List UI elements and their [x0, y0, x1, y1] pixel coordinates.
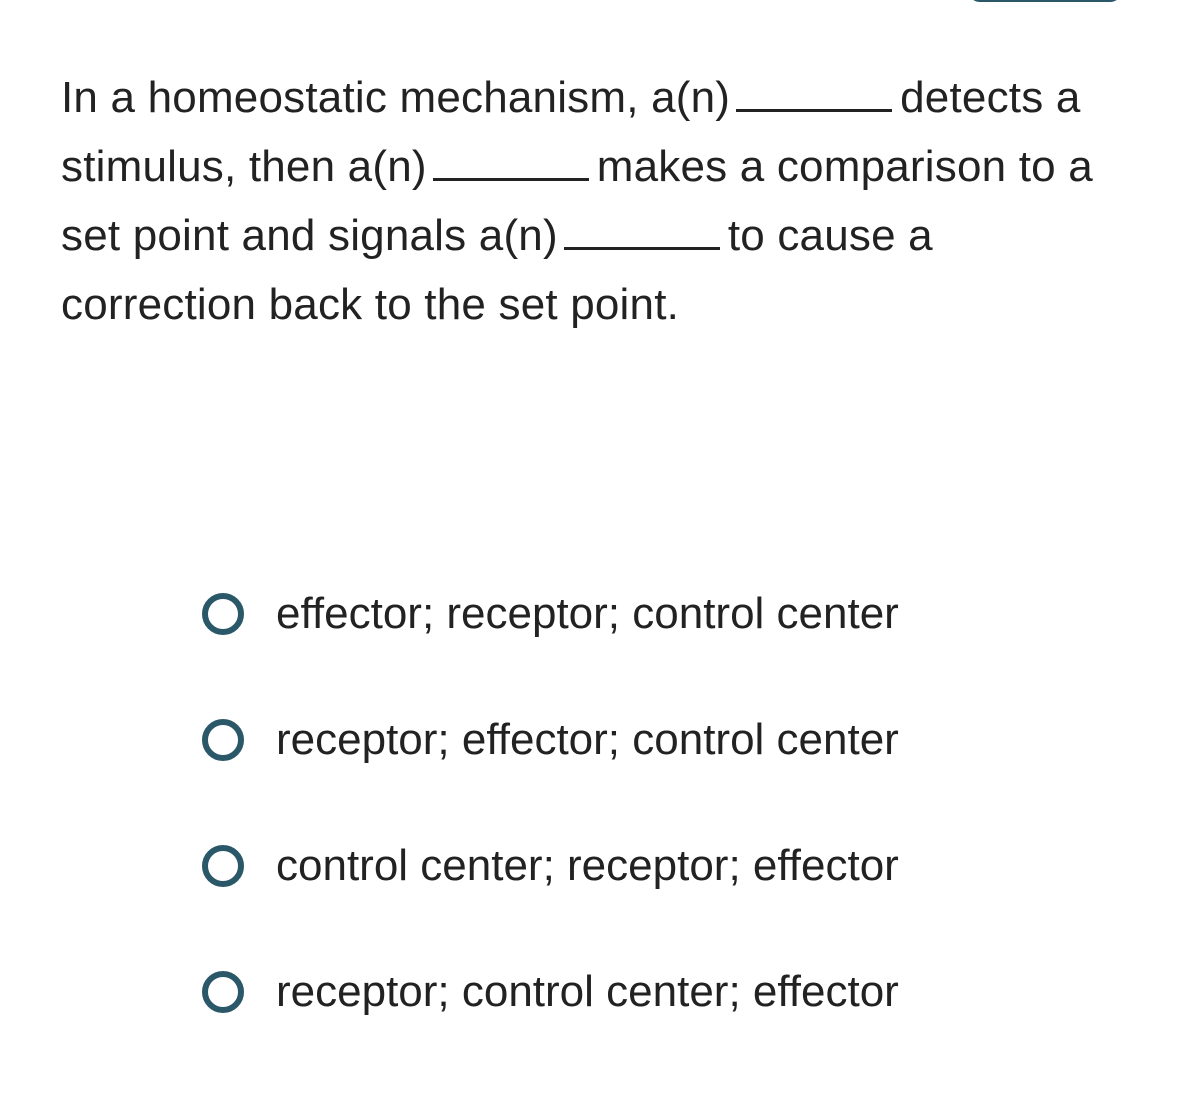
question-part-4: to cause a correction back to the set po… — [61, 211, 933, 329]
answer-options: effector; receptor; control center recep… — [202, 582, 899, 1086]
blank-1 — [736, 108, 893, 112]
blank-2 — [432, 177, 589, 181]
option-label: receptor; effector; control center — [276, 714, 899, 764]
option-label: control center; receptor; effector — [276, 840, 899, 890]
blank-3 — [563, 246, 720, 250]
question-part-2: detects a stimulus, then a(n) — [61, 73, 1081, 191]
top-button[interactable] — [968, 0, 1122, 2]
answer-option-4[interactable]: receptor; control center; effector — [202, 960, 899, 1023]
answer-option-3[interactable]: control center; receptor; effector — [202, 834, 899, 897]
radio-button-icon[interactable] — [202, 718, 244, 761]
radio-button-icon[interactable] — [202, 844, 244, 887]
answer-option-2[interactable]: receptor; effector; control center — [202, 708, 899, 771]
answer-option-1[interactable]: effector; receptor; control center — [202, 582, 899, 645]
option-label: receptor; control center; effector — [276, 966, 899, 1016]
radio-button-icon[interactable] — [202, 970, 244, 1013]
question-part-1: In a homeostatic mechanism, a(n) — [61, 73, 731, 122]
radio-button-icon[interactable] — [202, 592, 244, 635]
option-label: effector; receptor; control center — [276, 588, 899, 638]
question-text: In a homeostatic mechanism, a(n)detects … — [61, 63, 1121, 339]
question-part-3: makes a comparison to a set point and si… — [61, 142, 1093, 260]
